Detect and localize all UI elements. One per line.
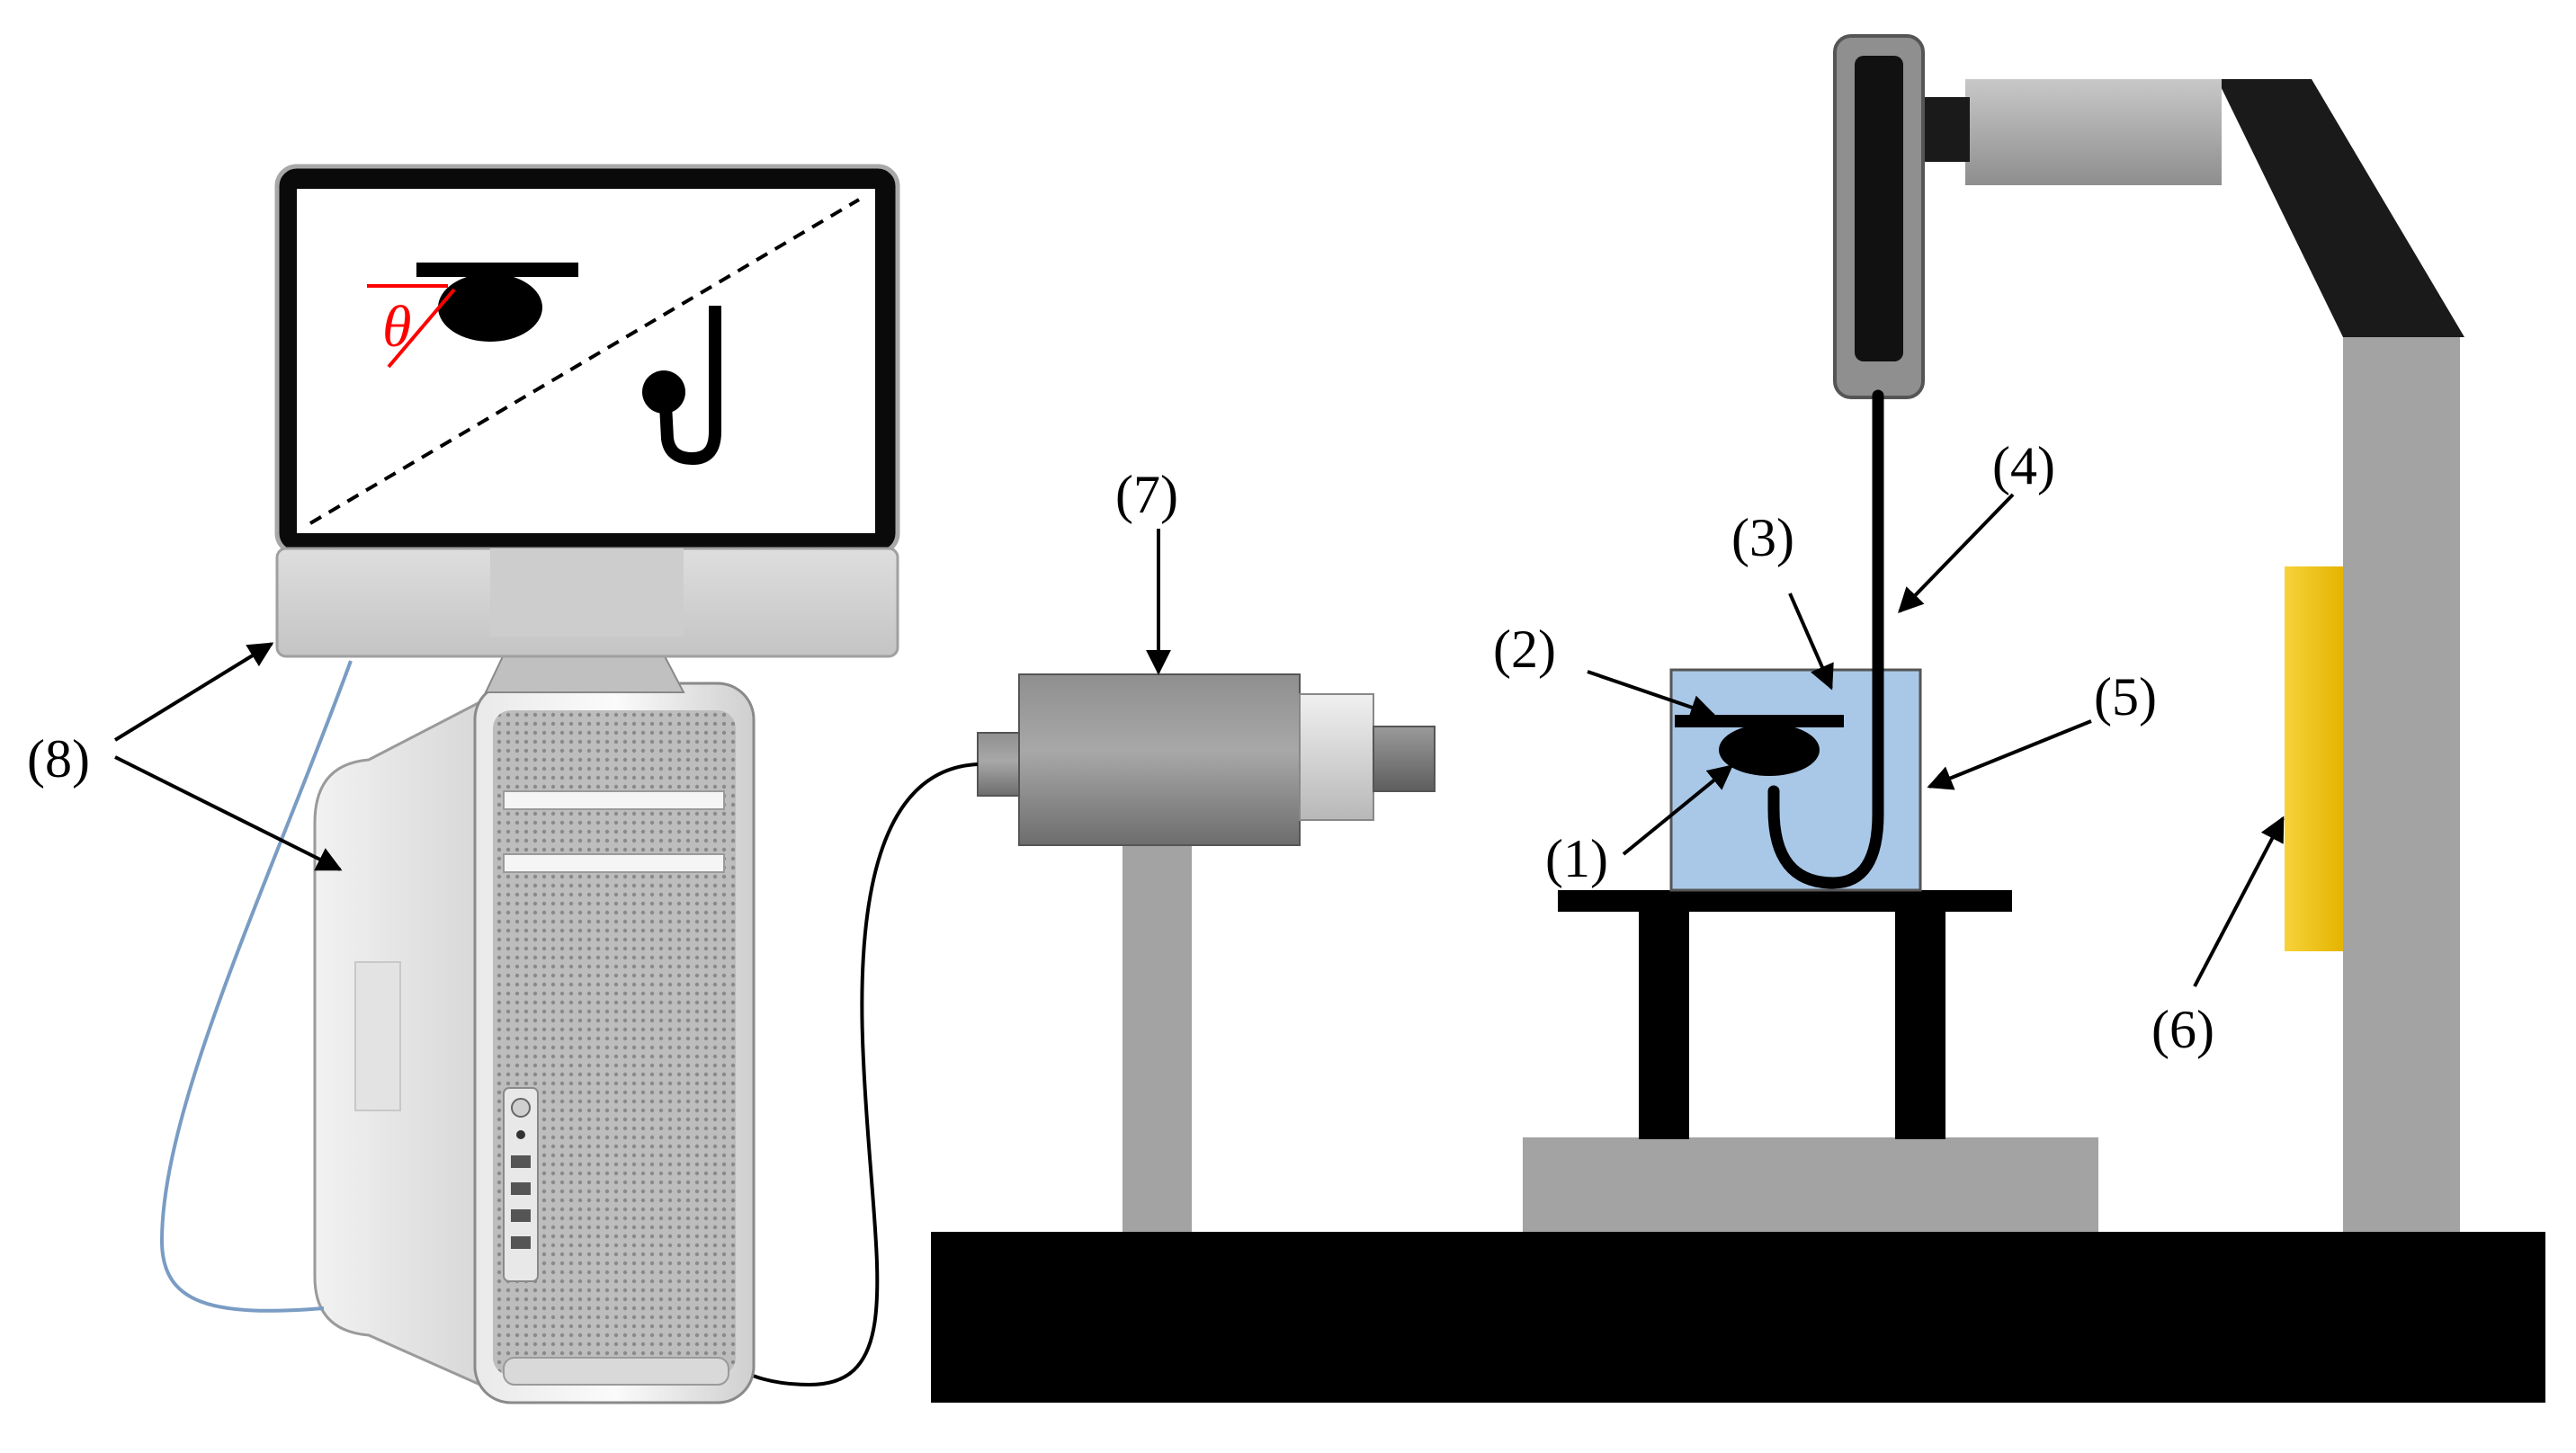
frame-vertical-post xyxy=(2343,337,2460,1232)
needle xyxy=(1767,389,1884,889)
usb-port-icon xyxy=(511,1182,531,1195)
computer: θ xyxy=(274,164,900,1404)
stage-top xyxy=(1558,890,2012,912)
camera-rear-cap xyxy=(977,732,1022,797)
arrow-1 xyxy=(1622,764,1734,856)
computer-tower-side xyxy=(313,694,492,1392)
sample-plate xyxy=(1675,715,1844,727)
captive-bubble xyxy=(1719,724,1820,776)
computer-drive-bay-1 xyxy=(503,790,725,810)
syringe-holder-slot xyxy=(1855,56,1903,361)
frame-arm xyxy=(1833,34,2464,1232)
label-4: (4) xyxy=(1992,436,2055,495)
arrow-6 xyxy=(2193,816,2285,987)
arrow-4 xyxy=(1898,493,2015,614)
camera-body xyxy=(1018,673,1301,846)
screen-bubble-image xyxy=(438,273,542,342)
computer-side-window xyxy=(354,961,401,1111)
power-led-icon xyxy=(516,1130,525,1139)
stage-leg-right xyxy=(1895,910,1945,1139)
monitor-chin-logo-area xyxy=(490,548,684,637)
light-panel xyxy=(2285,566,2343,951)
screen-plate-image xyxy=(416,263,578,277)
screen-bubble-on-needle xyxy=(642,370,685,414)
audio-port-icon xyxy=(511,1236,531,1249)
label-1: (1) xyxy=(1545,829,1608,888)
computer-drive-bay-2 xyxy=(503,853,725,873)
arrow-8-tower xyxy=(114,755,343,871)
usb-port-icon xyxy=(511,1155,531,1168)
frame-horizontal-arm xyxy=(1965,79,2222,185)
contact-angle-symbol: θ xyxy=(382,294,411,360)
pointer-arrows xyxy=(113,493,2285,987)
base-platform xyxy=(931,1232,2545,1403)
camera-lens xyxy=(1299,693,1374,821)
camera xyxy=(977,673,1436,1232)
arrow-8-monitor xyxy=(113,642,274,742)
arm-mount xyxy=(1920,97,1970,162)
firewire-port-icon xyxy=(511,1209,531,1222)
stage-leg-left xyxy=(1639,910,1689,1139)
stage-base-block xyxy=(1523,1137,2098,1232)
arrow-5 xyxy=(1927,719,2092,790)
camera-lens-tip xyxy=(1373,726,1436,792)
arrow-2 xyxy=(1587,670,1716,720)
label-5: (5) xyxy=(2094,667,2157,726)
power-button-icon xyxy=(511,1098,531,1118)
screen-needle-image xyxy=(659,306,721,466)
frame-diagonal-arm xyxy=(2217,79,2464,337)
computer-foot-handle xyxy=(503,1357,729,1386)
contact-angle-tangent xyxy=(387,288,456,369)
label-2: (2) xyxy=(1493,620,1556,679)
label-7: (7) xyxy=(1115,465,1178,524)
camera-stand-post xyxy=(1123,845,1192,1232)
sample-stage xyxy=(1523,890,2098,1232)
computer-front-grille xyxy=(493,710,736,1376)
camera-cable xyxy=(736,762,979,1387)
label-6: (6) xyxy=(2151,1000,2214,1059)
label-8: (8) xyxy=(27,729,90,789)
monitor-stand xyxy=(484,654,685,693)
monitor-cable xyxy=(159,660,353,1313)
arrow-3 xyxy=(1788,593,1834,691)
monitor-screen xyxy=(297,189,875,533)
label-3: (3) xyxy=(1731,508,1794,567)
